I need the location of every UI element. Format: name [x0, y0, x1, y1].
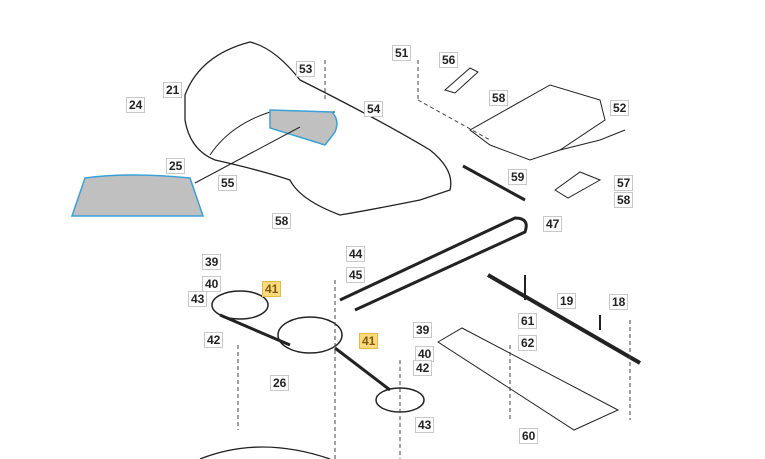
part-label-41-highlighted[interactable]: 41 [262, 281, 282, 297]
pulley-part [211, 290, 269, 320]
part-label-25[interactable]: 25 [166, 158, 186, 174]
part-label-56[interactable]: 56 [439, 52, 459, 68]
part-label-57[interactable]: 57 [614, 175, 634, 191]
part-label-40[interactable]: 40 [202, 276, 222, 292]
part-label-61[interactable]: 61 [518, 313, 538, 329]
part-label-18[interactable]: 18 [609, 294, 629, 310]
part-label-39[interactable]: 39 [413, 322, 433, 338]
part-label-62[interactable]: 62 [518, 335, 538, 351]
part-label-19[interactable]: 19 [557, 293, 577, 309]
part-label-42[interactable]: 42 [413, 360, 433, 376]
part-label-21[interactable]: 21 [163, 82, 183, 98]
part-label-51[interactable]: 51 [392, 45, 412, 61]
part-label-58[interactable]: 58 [489, 90, 509, 106]
part-label-42[interactable]: 42 [204, 332, 224, 348]
part-label-39[interactable]: 39 [202, 254, 222, 270]
window-detached-part [70, 174, 205, 217]
part-label-60[interactable]: 60 [519, 428, 539, 444]
part-label-54[interactable]: 54 [364, 101, 384, 117]
part-label-53[interactable]: 53 [296, 61, 316, 77]
part-label-58[interactable]: 58 [272, 213, 292, 229]
part-label-26[interactable]: 26 [270, 375, 290, 391]
belt-part [339, 216, 528, 312]
flap-part [554, 171, 602, 199]
part-label-52[interactable]: 52 [610, 100, 630, 116]
part-label-45[interactable]: 45 [346, 267, 366, 283]
part-label-44[interactable]: 44 [346, 246, 366, 262]
flap-part [443, 67, 479, 94]
clutch-pulley-part [277, 316, 343, 354]
plate-part [437, 327, 620, 431]
part-label-40[interactable]: 40 [415, 346, 435, 362]
part-label-58[interactable]: 58 [614, 192, 634, 208]
part-label-43[interactable]: 43 [415, 417, 435, 433]
part-label-41-highlighted[interactable]: 41 [359, 333, 379, 349]
part-label-24[interactable]: 24 [126, 97, 146, 113]
part-label-59[interactable]: 59 [508, 169, 528, 185]
part-label-47[interactable]: 47 [543, 216, 563, 232]
part-label-43[interactable]: 43 [188, 291, 208, 307]
part-label-55[interactable]: 55 [218, 175, 238, 191]
window-part [269, 109, 338, 146]
frame-part [469, 84, 606, 161]
